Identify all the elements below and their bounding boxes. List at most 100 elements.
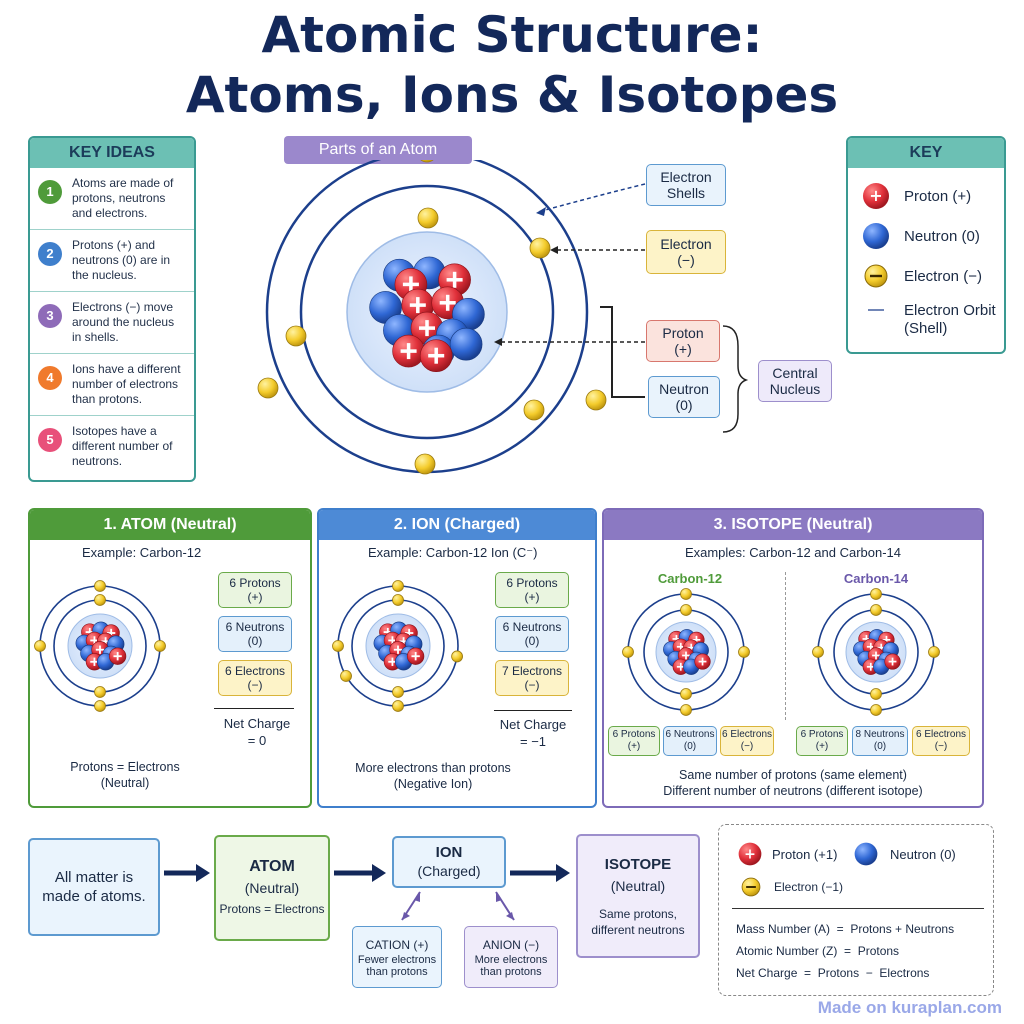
svg-text:+: + (744, 846, 756, 862)
plus-sign (104, 637, 107, 646)
watermark: Made on kuraplan.com (817, 998, 1002, 1017)
electron-particle (812, 646, 824, 658)
electron-particle (870, 704, 882, 716)
key-orbit-row: Electron Orbit(Shell) (848, 296, 1004, 344)
electron-particle (680, 604, 692, 616)
key-idea-number: 5 (38, 428, 62, 452)
key-idea-text: Isotopes have a different number of neut… (72, 424, 173, 468)
flow-isotope-box: ISOTOPE (Neutral) Same protons, differen… (576, 834, 700, 958)
c12-neutrons-box: 6 Neutrons(0) (663, 726, 717, 756)
plus-sign (408, 628, 411, 638)
electron-particle (340, 670, 352, 682)
key-proton-row: + Proton (+) (848, 176, 1004, 216)
atom-panel-heading: 1. ATOM (Neutral) (30, 510, 310, 540)
electron-particle (529, 237, 551, 259)
label-neutron: Neutron(0) (648, 376, 720, 418)
plus-sign (875, 651, 877, 660)
plus-sign (93, 636, 96, 645)
plus-sign (414, 652, 417, 661)
ion-panel-heading: 2. ION (Charged) (319, 510, 595, 540)
electron-particle (451, 650, 463, 663)
flow-cation-box: CATION (+) Fewer electrons than protons (352, 926, 442, 988)
electron-particle (680, 688, 692, 700)
key-ideas-heading: KEY IDEAS (30, 138, 194, 168)
isotope-footer: Same number of protons (same element)Dif… (663, 768, 923, 798)
electron-particle (392, 580, 404, 592)
isotope-c12-label: Carbon-12 (657, 571, 723, 586)
electron-particle (680, 704, 692, 716)
electron-particle (94, 594, 106, 606)
electron-particle (34, 640, 46, 652)
plus-sign (690, 643, 693, 652)
summary-proton: + Proton (+1) (736, 840, 837, 868)
summary-neutron: Neutron (0) (852, 840, 956, 868)
electron-particle (94, 700, 106, 712)
plus-sign (425, 320, 429, 337)
ion-net-divider (494, 710, 572, 711)
isotope-divider (785, 572, 786, 720)
c14-protons-box: 6 Protons(+) (796, 726, 848, 756)
ion-example: Example: Carbon-12 Ion (C⁻) (368, 545, 538, 560)
electron-particle (523, 399, 545, 421)
plus-sign (685, 651, 687, 660)
key-idea-number: 3 (38, 304, 62, 328)
electron-particle (680, 588, 692, 600)
atom-neutrons-box: 6 Neutrons(0) (218, 616, 292, 652)
plus-sign (869, 642, 872, 651)
atom-protons-box: 6 Protons(+) (218, 572, 292, 608)
page-title-line-1: Atomic Structure: (261, 6, 763, 64)
atom-footer: Protons = Electrons(Neutral) (70, 760, 180, 790)
plus-sign (869, 662, 872, 671)
electron-icon (741, 877, 761, 897)
summary-net-charge: Net Charge = Protons − Electrons (736, 966, 930, 980)
svg-text:+: + (869, 186, 882, 205)
electron-particle (928, 646, 940, 658)
plus-sign (865, 635, 868, 643)
ion-net-charge: Net Charge= −1 (499, 717, 567, 749)
atom-net-charge: Net Charge= 0 (223, 716, 291, 748)
summary-box (718, 824, 994, 996)
key-idea-text: Electrons (−) move around the nucleus in… (72, 300, 175, 344)
isotope-example: Examples: Carbon-12 and Carbon-14 (684, 545, 902, 560)
plus-sign (88, 627, 91, 637)
c12-protons-box: 6 Protons(+) (608, 726, 660, 756)
page-title-line-2: Atoms, Ions & Isotopes (185, 66, 839, 124)
electron-particle (870, 588, 882, 600)
electron-particle (94, 580, 106, 592)
plus-sign (99, 645, 101, 654)
ion-neutrons-box: 6 Neutrons(0) (495, 616, 569, 652)
electron-particle (392, 700, 404, 712)
summary-mass-number: Mass Number (A) = Protons + Neutrons (736, 922, 955, 936)
flow-atom-box: ATOM (Neutral) Protons = Electrons (214, 835, 330, 941)
proton-icon: + (738, 842, 762, 866)
isotope-c12-diagram (622, 588, 750, 716)
electron-particle (417, 207, 439, 229)
electron-particle (285, 325, 307, 347)
ion-protons-box: 6 Protons(+) (495, 572, 569, 608)
flow-ion-branches (401, 891, 515, 921)
neutron-icon (854, 842, 878, 866)
electron-particle (94, 686, 106, 698)
c14-electrons-box: 6 Electrons(−) (912, 726, 970, 756)
plus-sign (93, 657, 96, 666)
ion-diagram (332, 580, 463, 712)
plus-sign (416, 297, 420, 314)
ion-footer: More electrons than protons(Negative Ion… (355, 761, 511, 791)
main-atom-diagram (257, 160, 607, 475)
ion-electrons-box: 7 Electrons(−) (495, 660, 569, 696)
plus-sign (695, 635, 698, 644)
plus-sign (701, 657, 704, 666)
label-proton: Proton(+) (646, 320, 720, 362)
plus-sign (402, 637, 405, 646)
key-idea-3: 3 Electrons (−) move around the nucleus i… (30, 292, 194, 354)
plus-sign (110, 628, 113, 638)
atom-net-divider (214, 708, 294, 709)
plus-sign (397, 645, 399, 654)
key-idea-5: 5 Isotopes have a different number of neu… (30, 416, 194, 478)
isotope-c14-diagram (812, 588, 940, 716)
